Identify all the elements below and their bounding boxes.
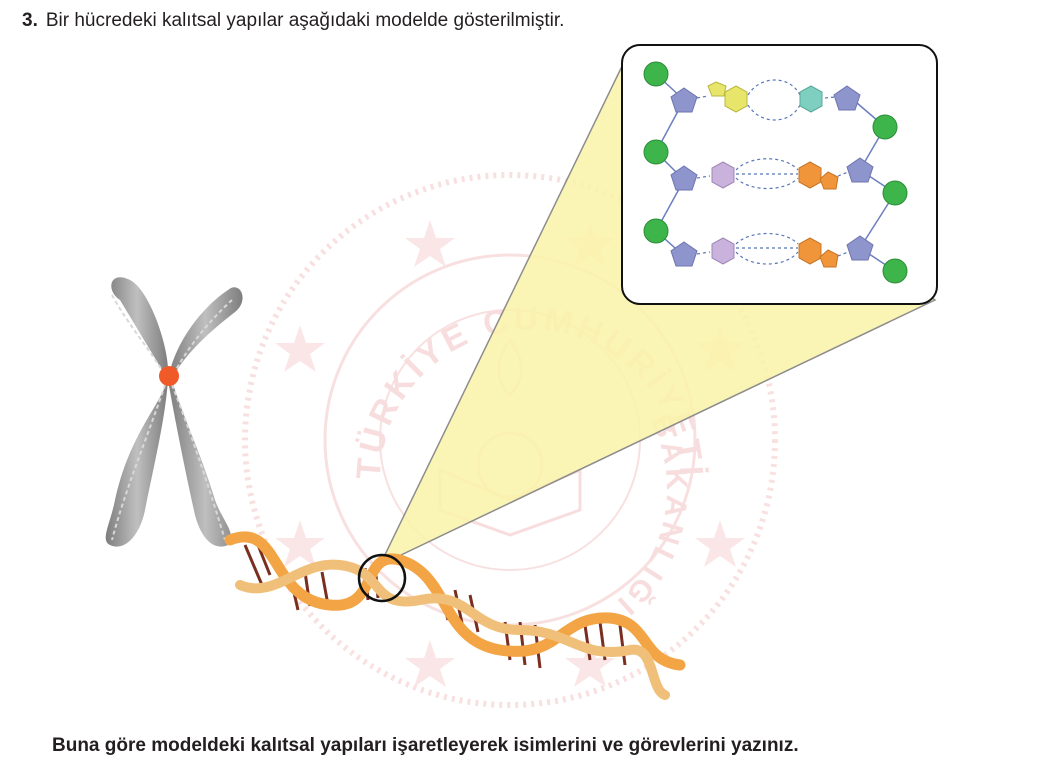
phosphate-5 [882, 180, 908, 206]
sugar-3 [670, 241, 698, 267]
phosphate-6 [882, 258, 908, 284]
base-orange-small-2 [819, 249, 839, 268]
chromosome [105, 277, 243, 547]
centromere [159, 366, 179, 386]
question-text: Bir hücredeki kalıtsal yapılar aşağıdaki… [45, 10, 565, 31]
zoom-circle [357, 553, 407, 603]
instruction-text: Buna göre modeldeki kalıtsal yapıları iş… [52, 735, 799, 756]
question-number: 3. [22, 10, 38, 31]
base-orange-small-1 [819, 171, 839, 190]
base-yellow-small [707, 81, 727, 97]
phosphate-1 [643, 61, 669, 87]
question-heading: 3. Bir hücredeki kalıtsal yapılar aşağıda… [22, 9, 564, 33]
phosphate-4 [872, 114, 898, 140]
base-purple-1 [711, 161, 735, 189]
sugar-5 [846, 157, 874, 183]
dna-helix [224, 531, 686, 700]
base-teal [799, 85, 823, 113]
nucleotide-model-box [621, 44, 938, 305]
phosphate-3 [643, 218, 669, 244]
sugar-1 [670, 87, 698, 113]
base-orange-1 [798, 161, 822, 189]
phosphate-2 [643, 139, 669, 165]
sugar-4 [833, 85, 861, 111]
sugar-6 [846, 235, 874, 261]
base-yellow [724, 85, 748, 113]
base-orange-2 [798, 237, 822, 265]
sugar-2 [670, 165, 698, 191]
base-purple-2 [711, 237, 735, 265]
